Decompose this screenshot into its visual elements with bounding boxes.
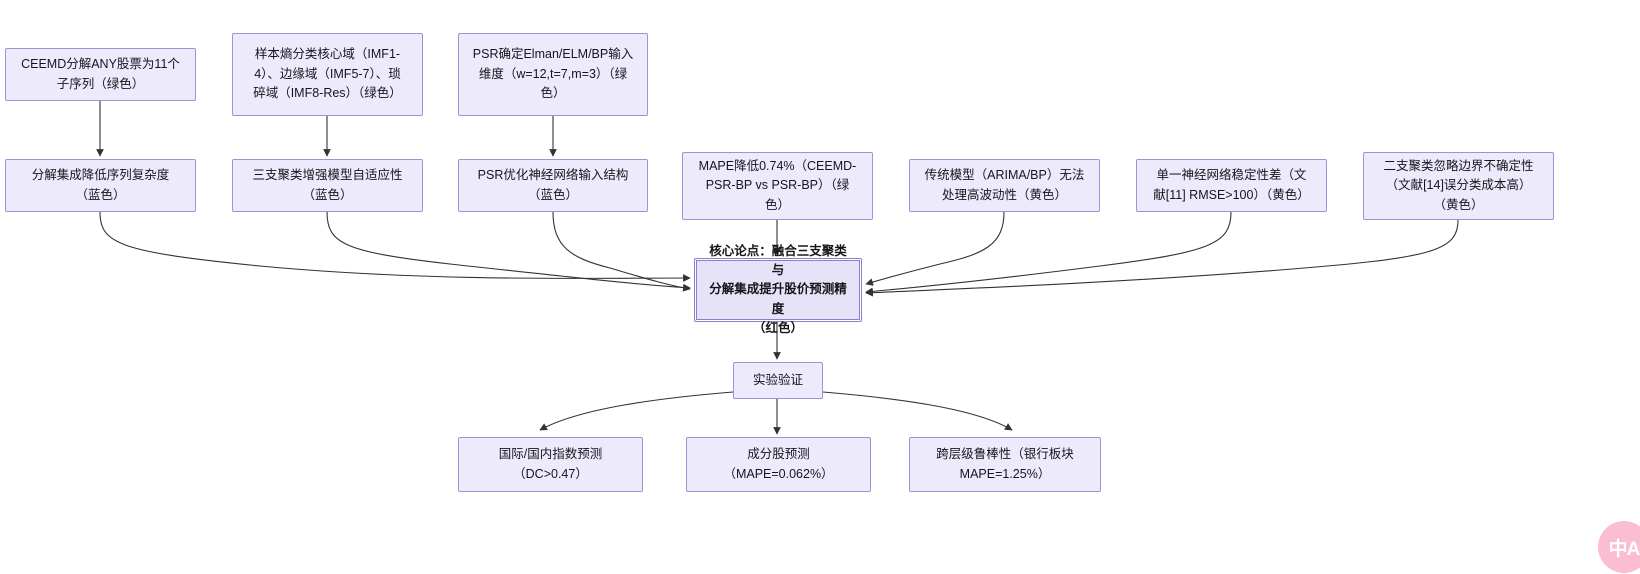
node-label: 样本熵分类核心域（IMF1- 4）、边缘域（IMF5-7）、琐 碎域（IMF8-… — [253, 47, 402, 101]
node-n6[interactable]: PSR优化神经网络输入结构 （蓝色） — [458, 159, 648, 212]
node-label: PSR确定Elman/ELM/BP输入 维度（w=12,t=7,m=3）（绿 色… — [472, 47, 634, 101]
node-label: 实验验证 — [752, 372, 803, 387]
node-n8[interactable]: 传统模型（ARIMA/BP）无法 处理高波动性（黄色） — [909, 159, 1100, 212]
node-label: 单一神经网络稳定性差（文 献[11] RMSE>100）（黄色） — [1153, 168, 1310, 202]
node-n10[interactable]: 二支聚类忽略边界不确定性 （文献[14]误分类成本高） （黄色） — [1363, 152, 1554, 220]
edge-n6-core — [552, 211, 691, 292]
node-label: PSR优化神经网络输入结构 （蓝色） — [477, 168, 629, 202]
node-n1[interactable]: CEEMD分解ANY股票为11个 子序列（绿色） — [5, 48, 196, 101]
node-n11[interactable]: 实验验证 — [733, 362, 823, 399]
node-label: 跨层级鲁棒性（银行板块 MAPE=1.25%） — [936, 447, 1074, 481]
node-n4[interactable]: 分解集成降低序列复杂度 （蓝色） — [5, 159, 196, 212]
node-n3[interactable]: PSR确定Elman/ELM/BP输入 维度（w=12,t=7,m=3）（绿 色… — [458, 33, 648, 116]
node-label: 二支聚类忽略边界不确定性 （文献[14]误分类成本高） （黄色） — [1383, 158, 1534, 212]
node-n5[interactable]: 三支聚类增强模型自适应性 （蓝色） — [232, 159, 423, 212]
edge-n11-n14 — [822, 391, 1013, 431]
node-n9[interactable]: 单一神经网络稳定性差（文 献[11] RMSE>100）（黄色） — [1136, 159, 1327, 212]
node-label: 国际/国内指数预测 （DC>0.47） — [498, 447, 603, 481]
node-n7[interactable]: MAPE降低0.74%（CEEMD- PSR-BP vs PSR-BP）（绿 色… — [682, 152, 873, 220]
node-label: 传统模型（ARIMA/BP）无法 处理高波动性（黄色） — [924, 168, 1085, 202]
node-n14[interactable]: 跨层级鲁棒性（银行板块 MAPE=1.25%） — [909, 437, 1101, 492]
node-label: MAPE降低0.74%（CEEMD- PSR-BP vs PSR-BP）（绿 色… — [698, 158, 857, 212]
watermark-label: 中A — [1608, 538, 1640, 560]
node-label: 成分股预测 （MAPE=0.062%） — [723, 447, 834, 481]
edge-n5-core — [326, 211, 691, 292]
node-n12[interactable]: 国际/国内指数预测 （DC>0.47） — [458, 437, 643, 492]
edge-n8-core — [865, 211, 1005, 286]
node-n2[interactable]: 样本熵分类核心域（IMF1- 4）、边缘域（IMF5-7）、琐 碎域（IMF8-… — [232, 33, 423, 116]
edge-n9-core — [865, 211, 1232, 296]
watermark-badge: 中A — [1598, 521, 1640, 573]
edge-n11-n12 — [539, 391, 734, 431]
edge-n4-core — [99, 211, 691, 282]
edge-n10-core — [865, 219, 1459, 297]
node-label: CEEMD分解ANY股票为11个 子序列（绿色） — [21, 57, 180, 91]
node-label: 三支聚类增强模型自适应性 （蓝色） — [252, 168, 403, 202]
node-label: 分解集成降低序列复杂度 （蓝色） — [31, 168, 170, 202]
node-label: 核心论点：融合三支聚类与 分解集成提升股价预测精度 （红色） — [709, 243, 847, 336]
node-core[interactable]: 核心论点：融合三支聚类与 分解集成提升股价预测精度 （红色） — [694, 244, 862, 335]
node-n13[interactable]: 成分股预测 （MAPE=0.062%） — [686, 437, 871, 492]
